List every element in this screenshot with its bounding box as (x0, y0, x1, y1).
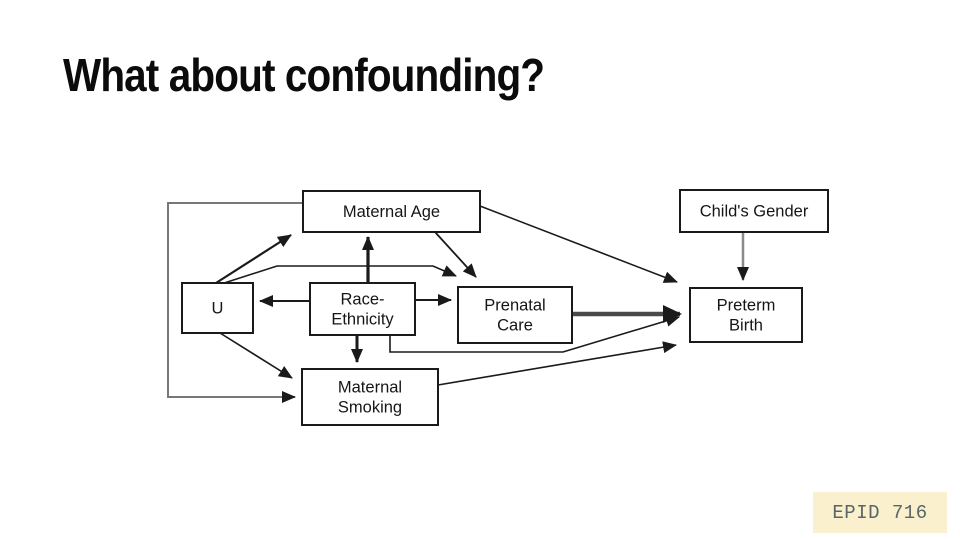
edge-maternal-age-to-preterm-birth (479, 205, 678, 283)
node-box-prenatal-care (457, 286, 573, 344)
edge-maternal-age-to-maternal-smoking (167, 202, 303, 403)
node-childs-gender: Child's Gender (679, 189, 829, 233)
node-box-childs-gender (679, 189, 829, 233)
dag-edges (167, 202, 749, 403)
slide-title: What about confounding? (63, 49, 545, 101)
edge-u-to-prenatal-care (217, 265, 457, 286)
edge-maternal-smoking-to-preterm-birth (437, 341, 677, 386)
edge-u-to-maternal-age (215, 234, 292, 284)
edge-u-to-maternal-smoking (219, 332, 293, 379)
node-box-maternal-age (302, 190, 481, 233)
node-label-race-ethnicity: Race-Ethnicity (331, 291, 394, 329)
node-race-ethnicity: Race-Ethnicity (309, 282, 416, 336)
course-badge: EPID 716 (813, 492, 947, 533)
node-label-maternal-age: Maternal Age (343, 203, 440, 221)
node-label-u: U (212, 300, 224, 318)
node-box-u (181, 282, 254, 334)
node-box-maternal-smoking (301, 368, 439, 426)
edge-race-ethnicity-to-preterm-birth (389, 315, 680, 353)
node-box-race-ethnicity (309, 282, 416, 336)
node-maternal-age: Maternal Age (302, 190, 481, 233)
node-box-preterm-birth (689, 287, 803, 343)
node-label-childs-gender: Child's Gender (700, 203, 809, 221)
node-u: U (181, 282, 254, 334)
edge-maternal-age-to-prenatal-care (434, 231, 477, 278)
